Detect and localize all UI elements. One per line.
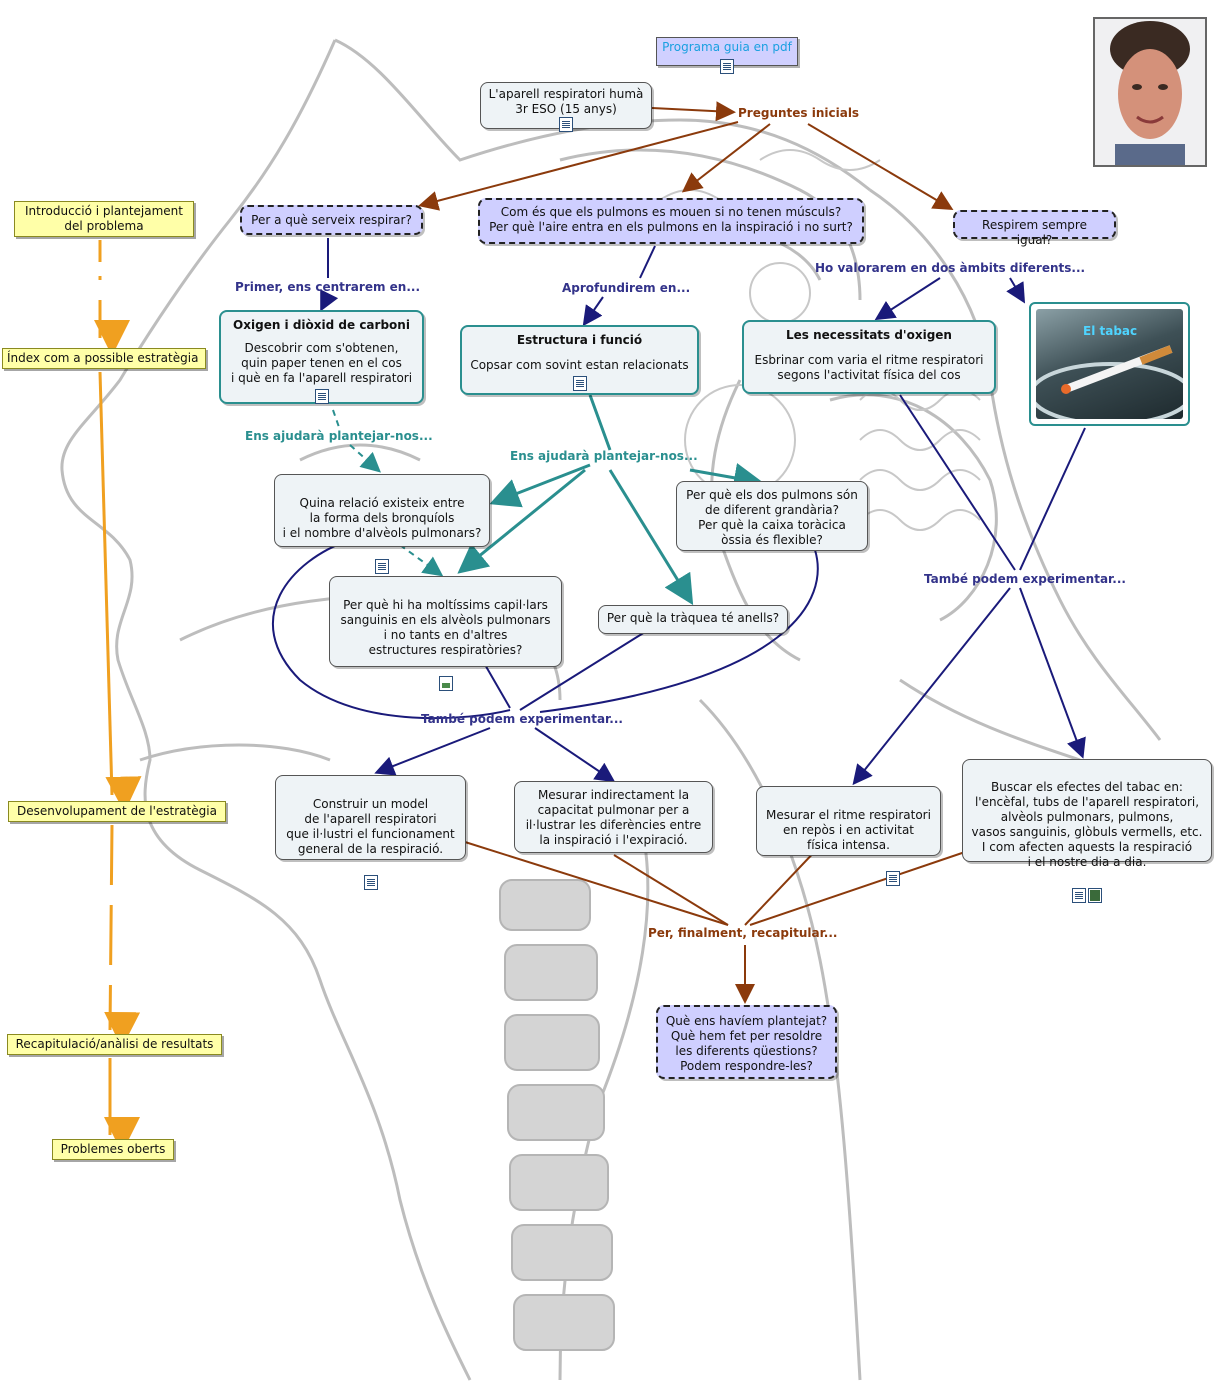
document-icon[interactable]: [363, 875, 378, 890]
tabac-label: El tabac: [1083, 324, 1138, 338]
subquestion-bronquiols: Quina relació existeix entre la forma de…: [274, 474, 490, 574]
activity-efectes-tabac-text: Buscar els efectes del tabac en: l'encèf…: [971, 780, 1203, 869]
main-title-node: L'aparell respiratori humà 3r ESO (15 an…: [480, 82, 652, 132]
portrait-image: [1095, 19, 1205, 165]
document-icon[interactable]: [572, 376, 587, 391]
sidebar-item-recapitulacio[interactable]: Recapitulació/anàlisi de resultats: [7, 1034, 222, 1055]
document-icon[interactable]: [1072, 888, 1086, 903]
label-aprofundirem: Aprofundirem en...: [562, 281, 691, 295]
activity-ritme-text: Mesurar el ritme respiratori en repòs i …: [766, 808, 931, 852]
question-respirem-igual: Respirem sempre igual?: [953, 210, 1116, 247]
document-icon[interactable]: [559, 117, 573, 132]
cigarette-photo: [1036, 309, 1183, 419]
concept-estructura: Estructura i funció Copsar com sovint es…: [460, 325, 699, 395]
concept-oxigen-text: Descobrir com s'obtenen, quin paper tene…: [230, 341, 413, 385]
subquestion-pulmons: Per què els dos pulmons són de diferent …: [676, 481, 868, 551]
sidebar-item-introduccio[interactable]: Introducció i plantejament del problema: [14, 201, 194, 237]
activity-ritme: Mesurar el ritme respiratori en repòs i …: [756, 786, 941, 886]
subquestion-traquea: Per què la tràquea té anells?: [598, 605, 788, 634]
image-icon[interactable]: [438, 676, 453, 691]
subquestion-bronquiols-text: Quina relació existeix entre la forma de…: [282, 496, 482, 540]
sidebar-item-problemes-oberts[interactable]: Problemes oberts: [52, 1139, 174, 1160]
document-icon[interactable]: [314, 389, 329, 404]
label-preguntes-inicials: Preguntes inicials: [738, 106, 860, 120]
concept-estructura-text: Copsar com sovint estan relacionats: [470, 358, 689, 372]
activity-capacitat: Mesurar indirectament la capacitat pulmo…: [514, 781, 713, 853]
cigarette-image: [1036, 345, 1183, 419]
concept-estructura-title: Estructura i funció: [516, 333, 643, 347]
pdf-link[interactable]: Programa guia en pdf: [656, 37, 798, 74]
label-experimentar-2: També podem experimentar...: [924, 572, 1126, 586]
teal-links: [332, 394, 764, 606]
label-finalment: Per, finalment, recapitular...: [648, 926, 838, 940]
final-recap-question: Què ens havíem plantejat? Què hem fet pe…: [656, 1005, 837, 1079]
main-title: L'aparell respiratori humà 3r ESO (15 an…: [488, 87, 644, 116]
question-pulmons-moviment: Com és que els pulmons es mouen si no te…: [478, 198, 864, 244]
portrait-photo: [1093, 17, 1207, 167]
document-icon[interactable]: [886, 871, 900, 886]
concept-necessitats: Les necessitats d'oxigen Esbrinar com va…: [742, 320, 996, 394]
label-experimentar-1: També podem experimentar...: [421, 712, 623, 726]
document-icon[interactable]: [375, 559, 389, 574]
label-primer: Primer, ens centrarem en...: [235, 280, 421, 294]
sidebar-flow: [94, 240, 142, 1153]
navy-links: [271, 238, 1086, 786]
vertebrae: [499, 879, 615, 1351]
subquestion-capillars-text: Per què hi ha moltíssims capil·lars sang…: [340, 598, 551, 657]
film-icon[interactable]: [1088, 888, 1102, 903]
activity-model: Construir un model de l'aparell respirat…: [275, 775, 466, 890]
tabac-node[interactable]: El tabac: [1029, 302, 1190, 426]
pdf-link-label[interactable]: Programa guia en pdf: [662, 40, 792, 54]
sidebar-item-index[interactable]: Índex com a possible estratègia: [2, 348, 206, 369]
question-per-a-que: Per a què serveix respirar?: [240, 205, 423, 235]
sidebar-item-desenvolupament[interactable]: Desenvolupament de l'estratègia: [8, 801, 226, 822]
subquestion-capillars: Per què hi ha moltíssims capil·lars sang…: [329, 576, 562, 691]
label-ajudara-2: Ens ajudarà plantejar-nos...: [510, 449, 698, 463]
activity-model-text: Construir un model de l'aparell respirat…: [286, 797, 455, 856]
concept-oxigen-title: Oxigen i diòxid de carboni: [233, 318, 410, 332]
brown-links: [418, 101, 966, 1004]
activity-efectes-tabac: Buscar els efectes del tabac en: l'encèf…: [962, 759, 1212, 903]
label-valorarem: Ho valorarem en dos àmbits diferents...: [815, 261, 1086, 275]
concept-oxigen: Oxigen i diòxid de carboni Descobrir com…: [219, 310, 424, 404]
concept-necessitats-text: Esbrinar com varia el ritme respiratori …: [754, 353, 984, 382]
concept-necessitats-title: Les necessitats d'oxigen: [786, 328, 952, 342]
document-icon[interactable]: [720, 59, 734, 74]
label-ajudara-1: Ens ajudarà plantejar-nos...: [245, 429, 433, 443]
